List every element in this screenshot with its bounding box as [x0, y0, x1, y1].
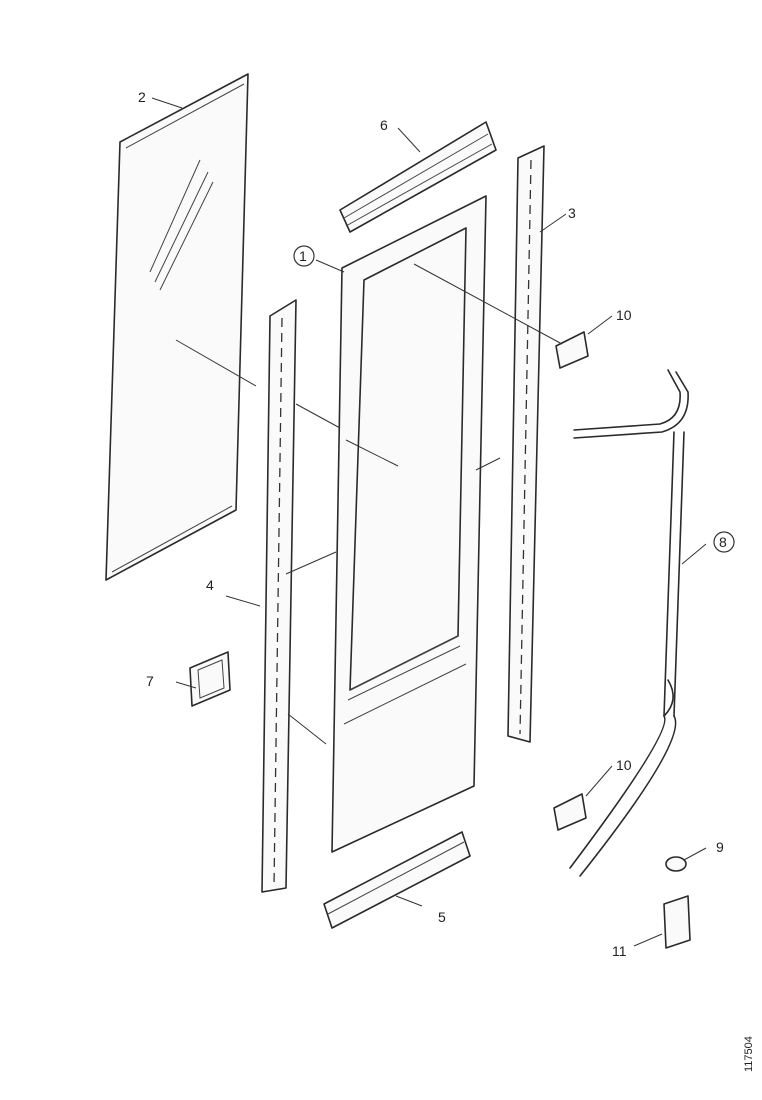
callout-6: 6 [380, 117, 388, 133]
callout-4: 4 [206, 577, 214, 593]
glass-pane [105, 73, 249, 581]
bracket-upper [555, 331, 589, 369]
callout-7: 7 [146, 673, 154, 689]
callout-2: 2 [138, 89, 146, 105]
callout-11: 11 [612, 943, 627, 959]
callout-10-lower: 10 [616, 757, 632, 773]
towel-rail [569, 369, 689, 877]
callout-10-upper: 10 [616, 307, 632, 323]
callout-3: 3 [568, 205, 576, 221]
leader-lines [151, 97, 707, 947]
knob [665, 856, 687, 872]
clip [663, 895, 691, 949]
bracket-lower [553, 793, 587, 831]
bottom-profile [323, 831, 471, 929]
callout-8-circle [713, 531, 735, 553]
door-frame [331, 195, 487, 853]
callout-1: 1 [299, 248, 307, 264]
callout-9: 9 [716, 839, 724, 855]
callout-1-circle [293, 245, 315, 267]
left-side-profile [261, 299, 297, 893]
right-side-profile [507, 145, 545, 743]
reference-number: 117504 [743, 1036, 755, 1072]
callout-5: 5 [438, 909, 446, 925]
callout-labels: 2 1 3 4 5 6 7 8 9 10 10 11 [138, 89, 735, 959]
handle [189, 651, 231, 707]
top-profile [339, 121, 497, 233]
callout-8: 8 [719, 534, 727, 550]
